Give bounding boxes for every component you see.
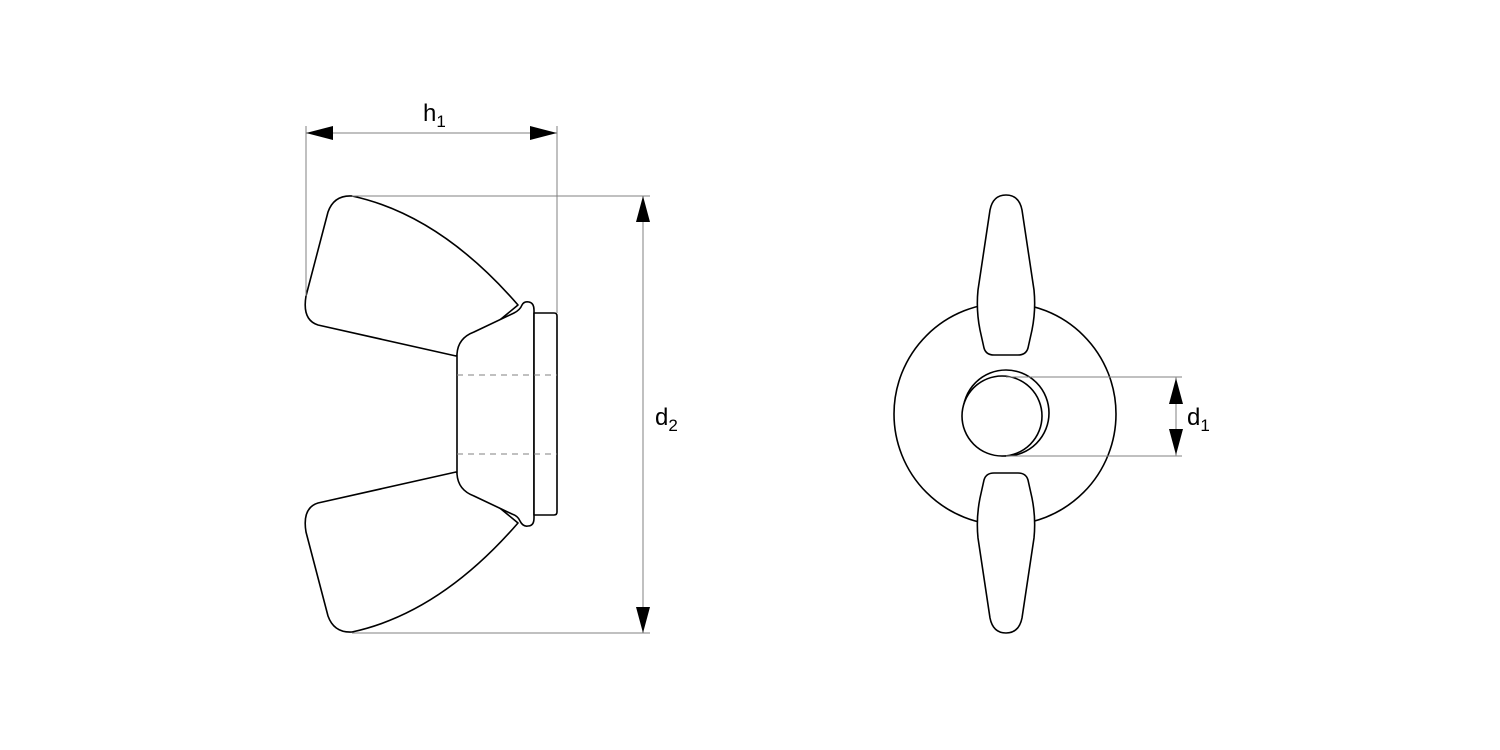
bore-inner-circle [961, 375, 1043, 457]
hub-body [456, 301, 535, 527]
dimension-h1 [305, 126, 558, 313]
arrow-down [636, 607, 650, 633]
collar [533, 312, 558, 516]
front-lower-wing [976, 472, 1036, 634]
arrow-up [1169, 378, 1183, 404]
dimension-d2 [352, 195, 650, 634]
front-view [893, 194, 1117, 634]
label-h1: h1 [423, 100, 446, 131]
front-upper-wing [976, 194, 1036, 356]
side-view [304, 195, 558, 633]
arrow-right [530, 126, 557, 140]
label-d2: d2 [655, 404, 678, 435]
upper-wing [304, 195, 519, 357]
arrow-up [636, 196, 650, 222]
dimension-d1 [1006, 376, 1183, 457]
label-d1: d1 [1187, 404, 1210, 435]
arrow-down [1169, 429, 1183, 455]
arrow-left [306, 126, 333, 140]
lower-wing [304, 471, 519, 633]
